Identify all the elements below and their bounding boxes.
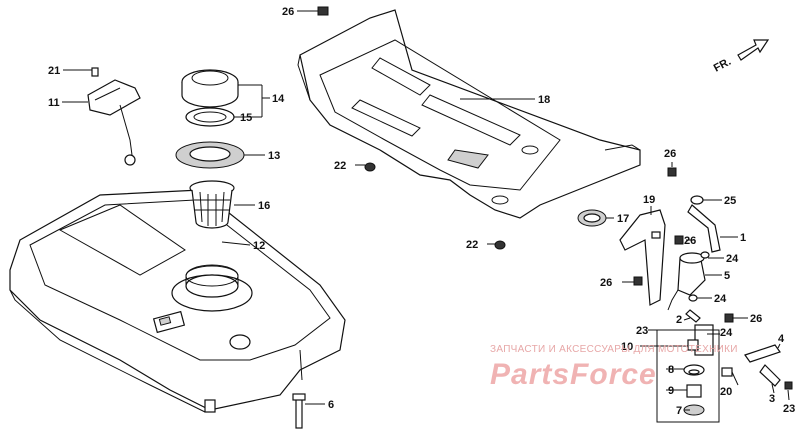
washer-15 xyxy=(185,107,235,127)
callout-13: 13 xyxy=(268,150,280,162)
watermark: ЗАПЧАСТИ И АКСЕССУАРЫ ДЛЯ МОТОТЕХНИКИ Pa… xyxy=(490,344,738,391)
fr-label: FR. xyxy=(712,56,733,75)
callout-26-right: 26 xyxy=(664,148,676,160)
callout-3: 3 xyxy=(769,393,775,405)
callout-labels: 26 21 11 14 15 13 16 12 6 22 22 18 17 19… xyxy=(48,6,795,417)
bracket-19 xyxy=(619,209,666,306)
grommet-22a xyxy=(364,162,376,172)
callout-7: 7 xyxy=(676,405,682,417)
callout-14: 14 xyxy=(272,93,285,105)
callout-6: 6 xyxy=(328,399,334,411)
callout-26-lower: 26 xyxy=(750,313,762,325)
fuel-tank xyxy=(9,189,346,413)
grommet-22b xyxy=(494,240,506,250)
hose-4-and-3 xyxy=(744,344,793,390)
callout-18: 18 xyxy=(538,94,550,106)
callout-5: 5 xyxy=(724,270,730,282)
fuel-hose-1 xyxy=(687,204,721,253)
callout-26-bracket: 26 xyxy=(684,235,696,247)
fuel-valve-5 xyxy=(667,252,706,311)
callout-22-lower: 22 xyxy=(466,239,478,251)
callout-16: 16 xyxy=(258,200,270,212)
watermark-tagline: ЗАПЧАСТИ И АКСЕССУАРЫ ДЛЯ МОТОТЕХНИКИ xyxy=(490,344,738,355)
filter-ring-13 xyxy=(175,141,245,169)
ring-17 xyxy=(577,209,607,227)
callout-12: 12 xyxy=(253,240,265,252)
callout-23-upper: 23 xyxy=(636,325,648,337)
callout-17: 17 xyxy=(617,213,629,225)
callout-26: 26 xyxy=(282,6,294,18)
valve-box xyxy=(656,329,720,423)
callout-9: 9 xyxy=(668,385,674,397)
callout-21: 21 xyxy=(48,65,60,77)
callout-24-middle: 24 xyxy=(714,293,727,305)
callout-15: 15 xyxy=(240,112,252,124)
callout-23-lower: 23 xyxy=(783,403,795,415)
fuel-cock-assembly-10 xyxy=(683,324,733,416)
front-direction-indicator: FR. xyxy=(712,39,770,75)
strainer-16 xyxy=(189,180,235,229)
fuel-gauge-assembly xyxy=(87,67,141,166)
callout-25: 25 xyxy=(724,195,736,207)
callout-22-upper: 22 xyxy=(334,160,346,172)
leader-lines xyxy=(62,10,790,411)
callout-10: 10 xyxy=(621,341,633,353)
callout-2: 2 xyxy=(676,314,682,326)
callout-26-left: 26 xyxy=(600,277,612,289)
skid-plate xyxy=(297,9,641,219)
bolt-6 xyxy=(292,393,306,429)
front-arrow-icon xyxy=(737,39,770,61)
fuel-cap-14 xyxy=(181,69,239,108)
callout-11: 11 xyxy=(48,97,60,109)
small-hose-2 xyxy=(685,309,701,323)
screws-26 xyxy=(317,6,734,323)
callout-8: 8 xyxy=(668,364,674,376)
callout-19: 19 xyxy=(643,194,655,206)
callout-24-upper: 24 xyxy=(726,253,739,265)
callout-24-lower: 24 xyxy=(720,327,733,339)
callout-1: 1 xyxy=(740,232,746,244)
clip-25 xyxy=(690,195,704,205)
callout-20: 20 xyxy=(720,386,732,398)
callout-4: 4 xyxy=(778,333,785,345)
watermark-logo: PartsForce xyxy=(490,358,657,391)
